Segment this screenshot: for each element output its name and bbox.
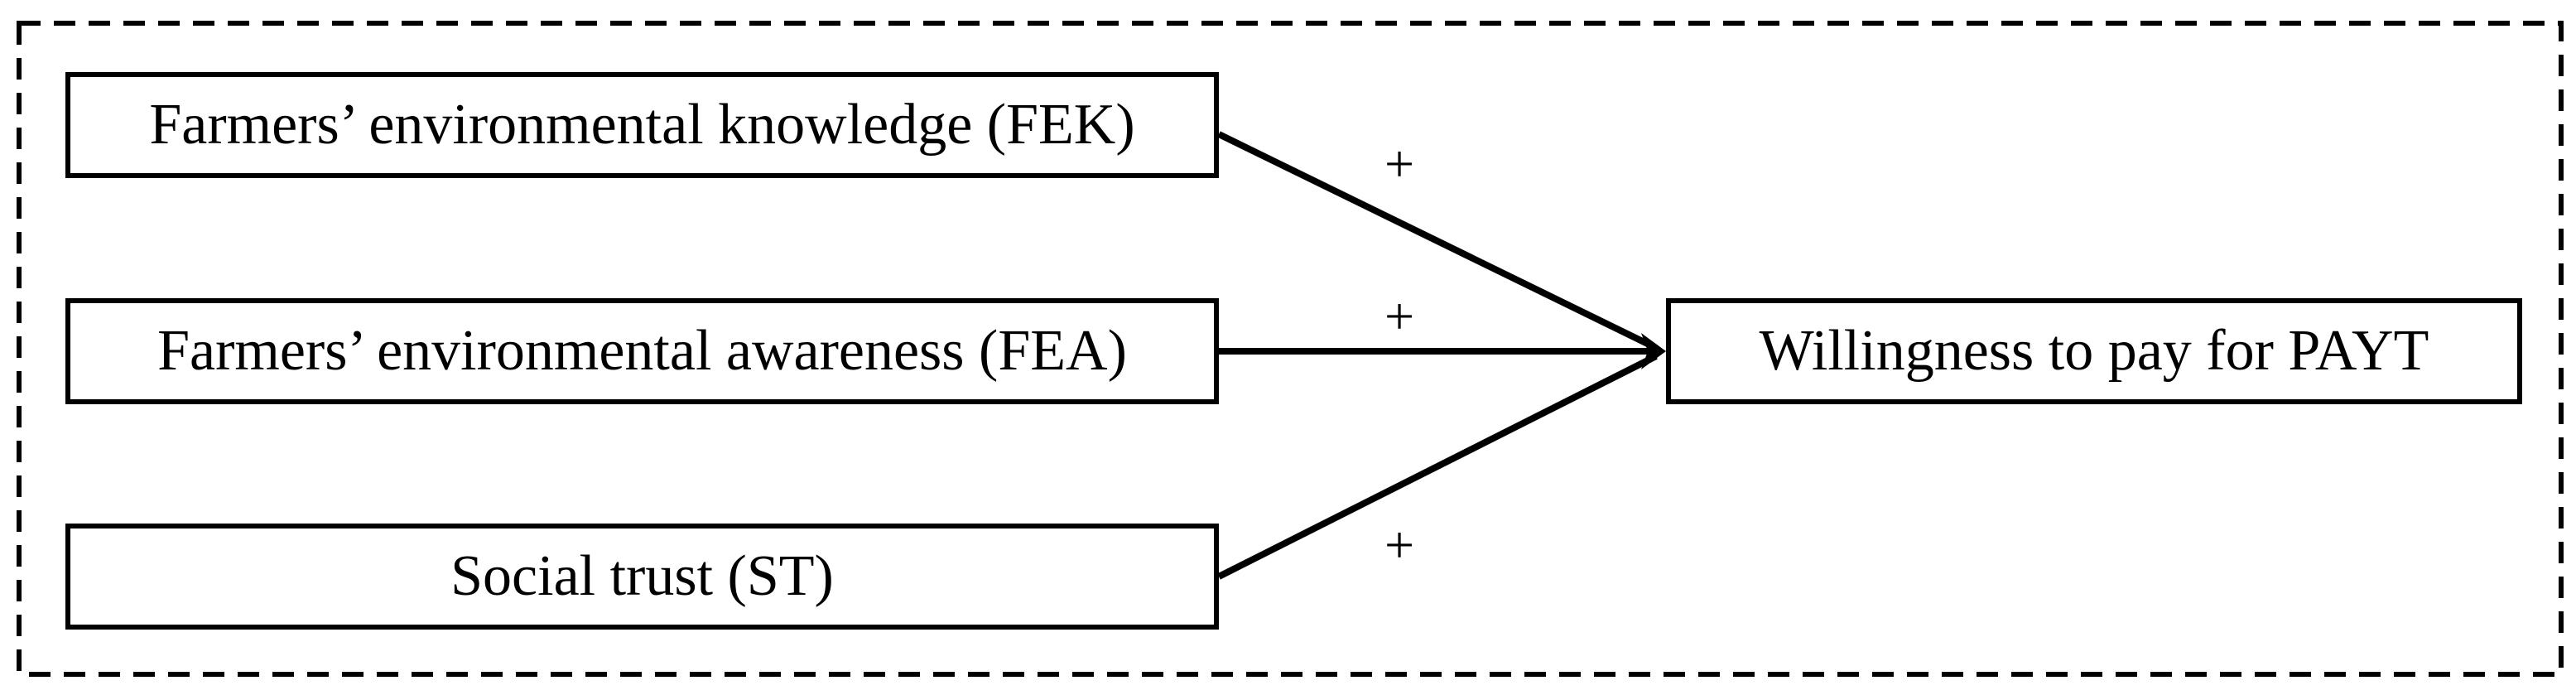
arrowhead-icon [1641,333,1666,369]
arrow-st-to-wtp [1217,353,1658,580]
node-st: Social trust (ST) [65,524,1219,630]
node-fek: Farmers’ environmental knowledge (FEK) [65,72,1219,178]
node-wtp: Willingness to pay for PAYT [1666,298,2522,404]
node-st-label: Social trust (ST) [450,544,834,608]
node-fea: Farmers’ environmental awareness (FEA) [65,298,1219,404]
edge-sign-st: + [1384,515,1415,574]
node-wtp-label: Willingness to pay for PAYT [1759,319,2429,383]
edge-sign-fea: + [1384,287,1415,345]
edge-sign-fek: + [1384,134,1415,193]
dashed-frame [17,21,2564,677]
node-fek-label: Farmers’ environmental knowledge (FEK) [149,93,1135,157]
arrow-fek-to-wtp [1217,131,1658,351]
node-fea-label: Farmers’ environmental awareness (FEA) [157,319,1127,383]
